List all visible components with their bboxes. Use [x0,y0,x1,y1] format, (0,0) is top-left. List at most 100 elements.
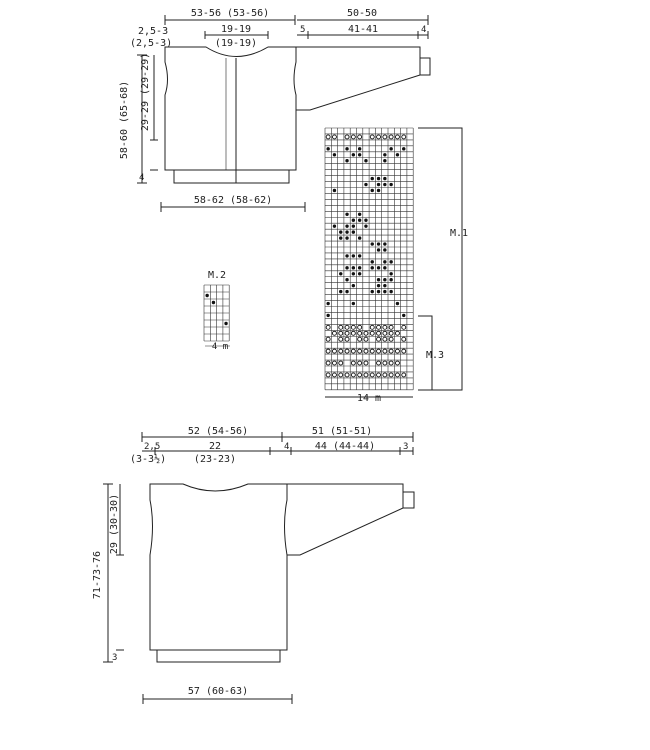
chart-m1-stitch-ring [395,348,400,354]
cardigan-diagram: 53-56 (53-56) 19-19 (19-19) 2,5-3 (2,5-3… [119,8,431,212]
chart-m1-stitch-ring [382,330,388,336]
chart-m1-stitch-dot [383,176,387,181]
chart-m1-stitch-dot [351,153,356,157]
chart-m1-stitch-dot [376,266,381,270]
chart-m1-stitch-ring [363,372,369,378]
chart-m1-stitch-dot [351,224,356,228]
chart-m1-stitch-ring [357,134,363,140]
cardigan-neck-dimension: 19-19 (19-19) [204,24,269,49]
cardigan-body-outline [164,46,297,171]
pullover-sleeve-dimension: 51 (51-51) 4 44 (44-44) 3 [282,426,414,455]
chart-m1-stitch-dot [383,248,387,252]
chart-m1-stitch-ring [357,360,363,366]
cardigan-shoulder-label: 2,5-3 [138,26,168,37]
chart-m1-stitch-dot [357,212,362,216]
chart-m1-stitch-dot [326,313,330,318]
pullover-sleeve-length-label: 44 (44-44) [315,441,375,452]
chart-m1-stitch-ring [363,330,369,336]
chart-m1-stitch-dot [383,289,387,294]
chart-m2-stitch-dot [211,300,216,305]
chart-m1-stitch-dot [402,313,406,318]
chart-m1-stitch-dot [345,266,349,270]
chart-m1-stitch-ring [332,372,337,378]
chart-m1-stitch-ring [332,134,337,140]
chart-m1-stitch-dot [389,260,393,264]
chart-m1-stitch-dot [351,218,356,222]
chart-m1-stitch-dot [339,289,343,294]
chart-m1-width-dimension: 14 m [325,393,413,404]
chart-m1-stitch-dot [389,272,393,276]
chart-m1-stitch-ring [382,134,388,140]
chart-m1-stitch-ring [376,134,381,140]
chart-m1-stitch-ring [369,134,375,140]
chart-m1-stitch-ring [344,336,350,342]
pullover-top-width-dimension: 52 (54-56) [141,426,283,442]
chart-m1-stitch-ring [325,336,331,342]
chart-m1-stitch-dot [345,236,349,240]
chart-m1-stitch-dot [364,224,368,228]
chart-m2-stitch-dot [224,321,228,326]
chart-m1-stitch-dot [339,236,343,240]
cardigan-sleeve-top-label: 50-50 [347,8,377,19]
pullover-rib-label: 3 [112,653,117,663]
chart-m3-bracket: M.3 [418,315,444,391]
pullover-sleeve-outline [287,483,415,556]
chart-m1-stitch-ring [376,372,381,378]
chart-m1-stitch-dot [370,289,374,294]
cardigan-top-width-label: 53-56 (53-56) [191,8,269,19]
chart-m1-stitch-ring [350,134,356,140]
chart-m1-stitch-ring [344,372,350,378]
chart-m1-stitch-ring [325,348,331,354]
pullover-sleeve-cuff-right-label: 3 [403,442,408,452]
chart-m1-width-label: 14 m [357,393,381,404]
chart-m1-stitch-dot [376,278,381,282]
chart-m1-stitch-dot [351,266,356,270]
chart-m1-stitch-ring [332,330,337,336]
chart-m1-stitch-dot [389,147,393,151]
chart-m1-stitch-dot [370,176,374,181]
pullover-neck-label: 22 [209,441,221,452]
chart-m1-stitch-ring [350,330,356,336]
cardigan-top-width-dimension: 53-56 (53-56) [164,8,296,25]
chart-m1-grid [324,127,414,391]
chart-m1-stitch-dot [326,301,330,306]
cardigan-bottom-rib [173,169,290,184]
chart-m1-stitch-dot [376,182,381,187]
chart-m1-stitch-ring [388,372,394,378]
chart-m1-stitch-dot [364,218,368,222]
chart-m1-stitch-dot [345,254,349,258]
chart-m1-stitch-ring [395,330,400,336]
chart-m1-stitch-ring [388,360,394,366]
cardigan-length-dimension: 58-60 (65-68) 29-29 (29-29) 4 [119,53,158,184]
chart-m1-stitch-dot [376,289,381,294]
chart-m1-stitch-ring [382,372,388,378]
chart-m1-stitch-ring [344,330,350,336]
chart-m1-stitch-dot [370,188,374,193]
chart-m1-stitch-dot [345,278,349,282]
chart-m1-stitch-ring [363,360,369,366]
chart-m3-label: M.3 [426,350,444,361]
chart-m1-stitch-ring [344,134,350,140]
chart-m1-stitch-ring [382,324,388,330]
chart-m1-label: M.1 [450,228,468,239]
chart-m2-width-label: 4 m [212,342,228,352]
chart-m1-stitch-ring [401,324,407,330]
chart-m1-stitch-ring [338,336,344,342]
chart-m2-label: M.2 [208,270,226,281]
chart-m1-stitch-dot [339,272,343,276]
chart-m1-stitch-dot [383,260,387,264]
chart-m1-stitch-dot [357,218,362,222]
pullover-neck-alt-label: (23-23) [194,454,236,465]
chart-m1-stitch-dot [376,283,381,288]
chart-m1-stitch-ring [401,336,407,342]
chart-m1-stitch-dot [345,212,349,216]
chart-m1-stitch-dot [345,224,349,228]
chart-m1-stitch-ring [350,360,356,366]
pullover-length-dimension: 71-73-76 29 (30-30) 3 [92,483,124,663]
chart-m1-stitch-ring [395,134,400,140]
chart-m1-stitch-ring [388,330,394,336]
pullover-neck-dimension: 2,5 (3-3½) 22 (23-23) [130,441,282,465]
chart-m1-stitch-ring [332,360,337,366]
chart-m1-stitch-ring [388,134,394,140]
